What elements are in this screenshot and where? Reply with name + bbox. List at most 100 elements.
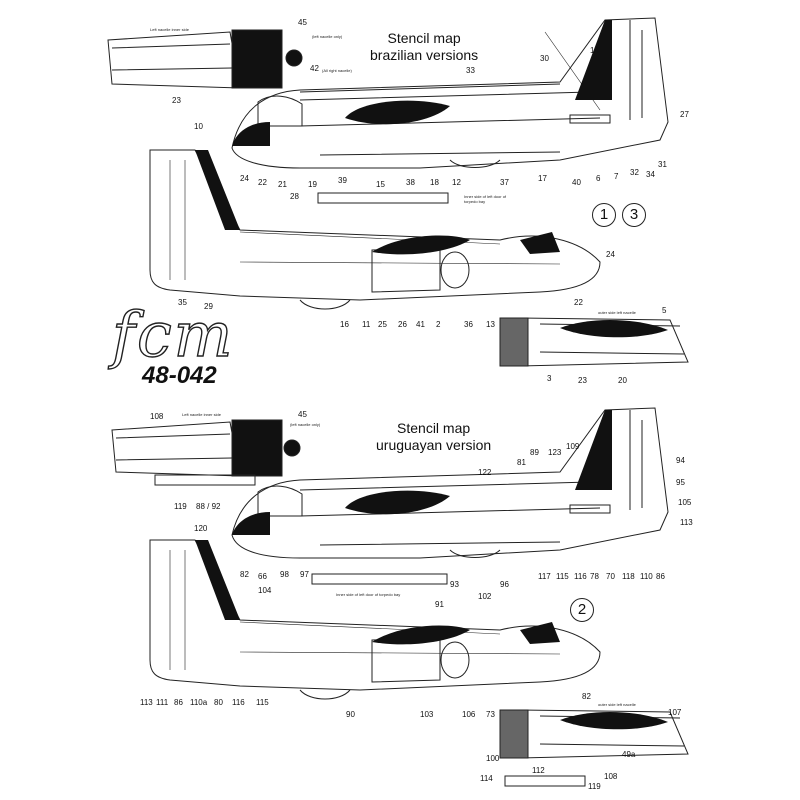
callout-number: 39 xyxy=(338,176,347,185)
callout-number: 119 xyxy=(588,782,601,791)
callout-number: 122 xyxy=(478,468,492,477)
callout-number: 109 xyxy=(566,442,580,451)
callout-number: 24 xyxy=(606,250,615,259)
bottom-aircraft-1 xyxy=(231,407,669,559)
callout-number: 20 xyxy=(618,376,627,385)
nacelle-inner-2 xyxy=(111,419,301,486)
callout-number: 86 xyxy=(174,698,183,707)
callout-number: 34 xyxy=(646,170,655,179)
callout-number: 23 xyxy=(578,376,587,385)
callout-number: 100 xyxy=(486,754,500,763)
callout-number: 89 xyxy=(530,448,539,457)
callout-number: 110a xyxy=(190,698,208,707)
callout-number: 88 / 92 xyxy=(196,502,221,511)
callout-number: 22 xyxy=(258,178,267,187)
callout-number: 105 xyxy=(678,498,692,507)
callout-number: 17 xyxy=(538,174,547,183)
version-marker-1: 1 xyxy=(592,203,616,227)
callout-number: 80 xyxy=(214,698,223,707)
callout-number: 45 xyxy=(298,410,307,419)
callout-number: 70 xyxy=(606,572,615,581)
callout-number: 115 xyxy=(256,698,269,707)
callout-number: 81 xyxy=(517,458,526,467)
callout-number: 25 xyxy=(378,320,387,329)
top-aircraft-2-fin xyxy=(195,150,240,230)
title-uruguayan-line2: uruguayan version xyxy=(376,437,492,453)
title-brazilian: Stencil map brazilian versions xyxy=(370,30,478,64)
callout-number: 108 xyxy=(604,772,618,781)
callout-number: 38 xyxy=(406,178,415,187)
version-marker-3: 3 xyxy=(622,203,646,227)
callout-number: 2 xyxy=(436,320,441,329)
callout-number: 26 xyxy=(398,320,407,329)
callout-number: 98 xyxy=(280,570,289,579)
callout-number: 42 xyxy=(310,64,319,73)
callout-number: 113 xyxy=(140,698,153,707)
callout-number: 11 xyxy=(362,320,371,329)
callout-number: 24 xyxy=(240,174,249,183)
callout-number: 115 xyxy=(556,572,569,581)
callout-number: 120 xyxy=(194,524,208,533)
title-uruguayan: Stencil map uruguayan version xyxy=(376,420,491,454)
callout-number: 33 xyxy=(466,66,475,75)
note-left-nacelle-only-1: (left nacelle only) xyxy=(312,34,343,39)
callout-number: 12 xyxy=(452,178,461,187)
callout-number: 78 xyxy=(590,572,599,581)
nacelle-outer-1 xyxy=(499,317,689,367)
brand-logo: fcm xyxy=(111,297,235,371)
callout-number: 27 xyxy=(680,110,689,119)
callout-number: 104 xyxy=(258,586,272,595)
callout-number: 36 xyxy=(464,320,473,329)
callout-number: 49a xyxy=(622,750,636,759)
callout-number: 106 xyxy=(462,710,476,719)
callout-number: 93 xyxy=(450,580,459,589)
note-torpedo-bay-2: Inner side of left door of torpedo bay xyxy=(336,592,401,597)
note-outer-nacelle-2: outer side left nacelle xyxy=(598,702,636,707)
callout-number: 86 xyxy=(656,572,665,581)
callout-number: 107 xyxy=(668,708,682,717)
callout-number: 90 xyxy=(346,710,355,719)
product-code: 48-042 xyxy=(142,362,217,389)
callout-number: 45 xyxy=(298,18,307,27)
callout-number: 32 xyxy=(630,168,639,177)
callout-number: 29 xyxy=(204,302,213,311)
title-uruguayan-line1: Stencil map xyxy=(397,420,471,436)
callout-number: 103 xyxy=(420,710,434,719)
callout-number: 15 xyxy=(376,180,385,189)
top-aircraft-1-cowl xyxy=(345,100,450,125)
note-left-nacelle-only-2: (left nacelle only) xyxy=(290,422,321,427)
callout-number: 31 xyxy=(658,160,667,169)
callout-number: 6 xyxy=(596,174,601,183)
callout-number: 41 xyxy=(416,320,425,329)
title-brazilian-line2: brazilian versions xyxy=(370,47,479,63)
callout-number: 3 xyxy=(547,374,552,383)
callout-number: 117 xyxy=(538,572,551,581)
callout-number: 113 xyxy=(680,518,693,527)
callout-number: 35 xyxy=(178,298,187,307)
callout-number: 97 xyxy=(300,570,309,579)
note-left-nacelle-inner-1: Left nacelle inner side xyxy=(150,27,189,32)
callout-number: 116 xyxy=(574,572,587,581)
callout-number: 123 xyxy=(548,448,562,457)
note-torpedo-bay-1: Inner side of left door of torpedo bay xyxy=(464,194,507,204)
callout-number: 96 xyxy=(500,580,509,589)
callout-number: 119 xyxy=(174,502,187,511)
title-brazilian-line1: Stencil map xyxy=(387,30,461,46)
callout-number: 5 xyxy=(662,306,667,315)
note-left-nacelle-inner-2: Left nacelle inner side xyxy=(182,412,221,417)
callout-number: 112 xyxy=(532,766,545,775)
callout-number: 102 xyxy=(478,592,492,601)
top-aircraft-1-fin xyxy=(575,20,612,100)
nacelle-outer-2 xyxy=(499,709,689,787)
callout-number: 40 xyxy=(572,178,581,187)
callout-number: 19 xyxy=(308,180,317,189)
callout-number: 18 xyxy=(430,178,439,187)
callout-number: 82 xyxy=(240,570,249,579)
callout-number: 82 xyxy=(582,692,591,701)
callout-number: 116 xyxy=(232,698,245,707)
callout-number: 14 xyxy=(590,46,599,55)
callout-number: 22 xyxy=(574,298,583,307)
callout-number: 114 xyxy=(480,774,493,783)
